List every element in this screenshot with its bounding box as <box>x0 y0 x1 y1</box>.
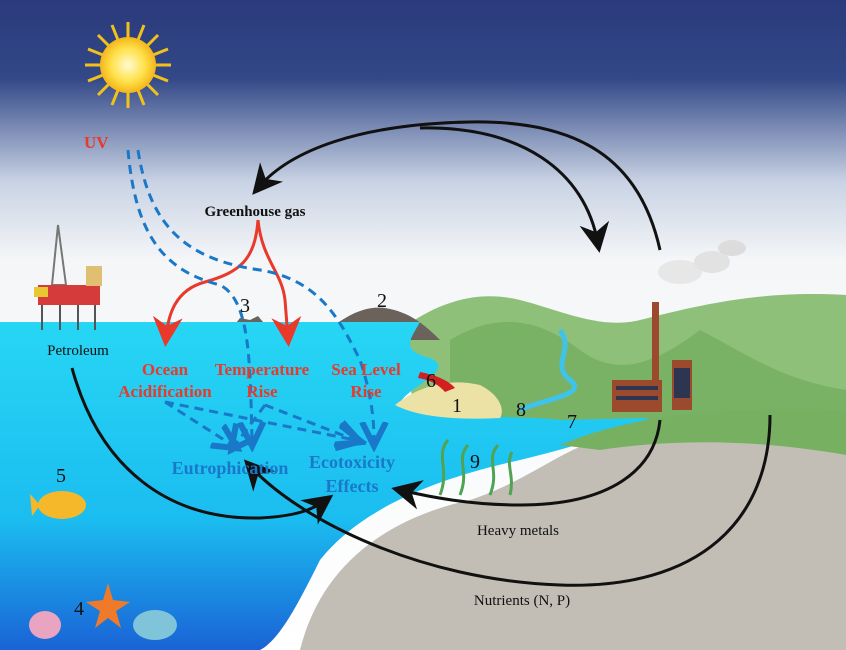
ocean-acidification-line2: Acidification <box>118 382 212 401</box>
arrow-nutrients <box>243 414 772 587</box>
ocean-acidification-line1: Ocean <box>142 360 189 379</box>
ecotoxicity-line1: Ecotoxicity <box>309 452 395 472</box>
arrow-acidification-ecotox <box>164 400 355 440</box>
number-8: 8 <box>516 399 526 421</box>
arrow-heavy-metals <box>391 419 662 510</box>
starfish-icon <box>86 583 130 628</box>
arrow-ghg-temperature <box>256 219 302 347</box>
number-2: 2 <box>377 290 387 312</box>
number-3: 3 <box>240 295 250 317</box>
number-6: 6 <box>426 370 436 392</box>
nutrients-label: Nutrients (N, P) <box>474 593 570 609</box>
number-9: 9 <box>470 451 480 473</box>
beach <box>395 382 502 419</box>
number-1: 1 <box>452 395 462 417</box>
ocean <box>0 322 650 650</box>
sun-icon <box>85 22 171 108</box>
sea-level-rise-line2: Rise <box>350 382 382 401</box>
uv-label: UV <box>84 133 109 152</box>
arrow-uv-eutrophication <box>126 149 252 440</box>
shell-icon <box>29 611 61 639</box>
greenhouse-gas-label: Greenhouse gas <box>205 204 306 220</box>
river <box>518 328 577 413</box>
arrow-acidification-eutro <box>164 400 232 445</box>
temperature-rise-line1: Temperature <box>215 360 310 379</box>
temperature-rise-line2: Rise <box>246 382 278 401</box>
arrow-temperature-eutro <box>235 404 267 445</box>
arrow-ghg-acidification <box>152 219 260 347</box>
ecotoxicity-line2: Effects <box>326 476 379 496</box>
arrow-uv-ecotoxicity <box>136 149 374 440</box>
petroleum-label: Petroleum <box>47 343 109 359</box>
conch-icon <box>133 610 177 640</box>
fish-icon <box>30 491 86 519</box>
sea-level-rise-line1: Sea Level <box>331 360 401 379</box>
heavy-metals-label: Heavy metals <box>477 523 559 539</box>
number-5: 5 <box>56 465 66 487</box>
number-7: 7 <box>567 411 577 433</box>
seaweed-icon <box>438 439 514 496</box>
arrow-emission-to-greenhouse <box>252 120 662 251</box>
coast-grass <box>560 409 846 455</box>
number-4: 4 <box>74 598 84 620</box>
factory-icon <box>612 240 746 412</box>
arrow-cycle-down <box>419 126 610 253</box>
runoff <box>418 372 455 392</box>
eutrophication-label: Eutrophication <box>172 458 289 478</box>
seabed-land <box>300 426 846 650</box>
oil-rig-icon <box>34 224 102 330</box>
arrow-temperature-ecotox <box>264 403 355 440</box>
